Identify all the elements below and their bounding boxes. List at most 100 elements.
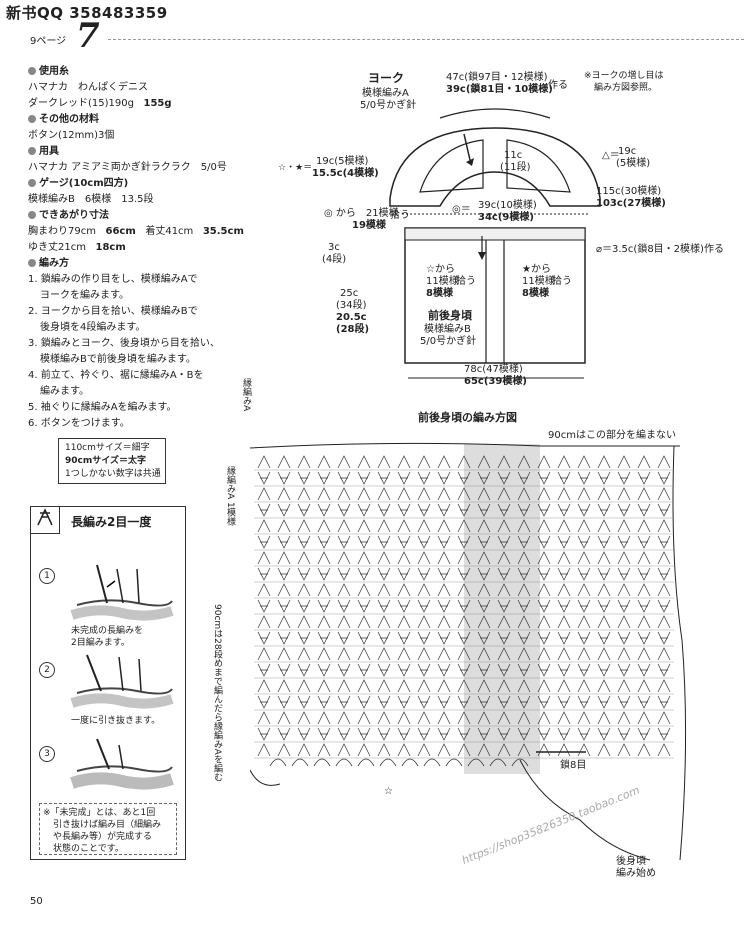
page-ref: 9ページ	[30, 36, 67, 47]
stitch-symbol	[377, 503, 391, 517]
schematic-drawing	[389, 108, 601, 379]
side-34rows: (34段)	[336, 300, 367, 311]
stitch-symbol	[537, 487, 551, 501]
size-length: 着丈41cm	[145, 226, 194, 237]
stitch-symbol	[537, 615, 551, 629]
yoke-right-2: (5模様)	[616, 158, 651, 169]
edge-a-label: 縁編みA	[241, 378, 251, 412]
stitch-symbol	[597, 551, 611, 565]
stitch-symbol	[517, 615, 531, 629]
stitch-symbol	[337, 695, 351, 709]
stitch-symbol	[517, 535, 531, 549]
body-name: 前後身頃	[428, 309, 472, 322]
stitch-symbol	[317, 487, 331, 501]
chart-right-edge	[672, 445, 687, 861]
stitch-symbol	[457, 567, 471, 581]
stitch-symbol	[497, 695, 511, 709]
stitch-symbol	[597, 455, 611, 469]
stitch-symbol	[277, 695, 291, 709]
stitch-symbol	[477, 519, 491, 533]
stitch-chart	[250, 442, 687, 861]
gauge-heading: ゲージ(10cm四方)	[39, 178, 129, 189]
stitch-symbol	[657, 679, 671, 693]
stitch-symbol	[317, 471, 331, 485]
stitch-symbol	[417, 711, 431, 725]
stitch-symbol	[457, 455, 471, 469]
stitch-symbol	[657, 727, 671, 741]
stitch-symbol	[497, 535, 511, 549]
yoke-left-90: 15.5c(4模様)	[312, 168, 379, 179]
stitch-symbol	[537, 695, 551, 709]
stitch-symbol	[497, 519, 511, 533]
step-1-caption-1: 未完成の長編みを	[71, 626, 144, 636]
stitch-symbol	[597, 583, 611, 597]
stitch-symbol	[597, 487, 611, 501]
side-3c: 3c	[328, 242, 340, 253]
technique-title: 長編み2目一度	[71, 515, 152, 529]
stitch-symbol	[557, 455, 571, 469]
stitch-symbol	[437, 679, 451, 693]
stitch-symbol	[457, 631, 471, 645]
stitch-symbol	[437, 647, 451, 661]
stitch-symbol	[357, 647, 371, 661]
stitch-symbol	[517, 567, 531, 581]
stitch-symbol	[277, 711, 291, 725]
dc2tog-symbol-icon	[31, 507, 60, 534]
stitch-symbol	[377, 535, 391, 549]
stitch-symbol	[357, 663, 371, 677]
stitch-symbol	[357, 551, 371, 565]
stitch-symbol	[277, 583, 291, 597]
stitch-symbol	[297, 567, 311, 581]
stitch-symbol	[557, 519, 571, 533]
stitch-symbol	[477, 743, 491, 757]
stitch-symbol	[517, 663, 531, 677]
edging-shell	[357, 758, 375, 767]
stitch-symbol	[377, 519, 391, 533]
stitch-symbol	[597, 503, 611, 517]
stitch-symbol	[297, 743, 311, 757]
stitch-symbol	[357, 567, 371, 581]
stitch-symbol	[577, 455, 591, 469]
stitch-symbol	[397, 679, 411, 693]
yarn-line-2: ダークレッド(15)190g	[28, 98, 134, 109]
stitch-symbol	[637, 711, 651, 725]
stitch-symbol	[657, 471, 671, 485]
from-left-4: 拾う	[456, 276, 476, 287]
stitch-symbol	[257, 615, 271, 629]
stitch-symbol	[557, 599, 571, 613]
stitch-symbol	[477, 679, 491, 693]
body-hook: 5/0号かぎ針	[420, 336, 477, 347]
stitch-symbol	[637, 727, 651, 741]
stitch-symbol	[397, 599, 411, 613]
stitch-symbol	[337, 487, 351, 501]
chart-title: 前後身頃の編み方図	[418, 411, 517, 424]
stitch-symbol	[317, 631, 331, 645]
stitch-symbol	[557, 663, 571, 677]
yarn-line-1: ハマナカ わんぱくデニス	[28, 82, 148, 93]
stitch-symbol	[377, 487, 391, 501]
stitch-symbol	[337, 631, 351, 645]
stitch-symbol	[437, 727, 451, 741]
stitch-symbol	[617, 711, 631, 725]
stitch-symbol	[317, 535, 331, 549]
stitch-symbol	[517, 743, 531, 757]
stitch-symbol	[477, 663, 491, 677]
stitch-symbol	[297, 599, 311, 613]
stitch-symbol	[317, 599, 331, 613]
stitch-symbol	[437, 599, 451, 613]
stitch-symbol	[397, 695, 411, 709]
step-line: 6. ボタンをつけます。	[28, 418, 130, 429]
stitch-symbol	[557, 711, 571, 725]
stitch-symbol	[397, 503, 411, 517]
stitch-symbol	[477, 583, 491, 597]
stitch-symbol	[517, 679, 531, 693]
step-1-caption-2: 2目編みます。	[71, 638, 130, 648]
stitch-symbol	[277, 599, 291, 613]
stitch-symbol	[577, 743, 591, 757]
yoke-outer-110: 115c(30模様)	[596, 186, 662, 197]
stitch-symbol	[517, 695, 531, 709]
stitch-symbol	[497, 743, 511, 757]
stitch-symbol	[337, 599, 351, 613]
stitch-symbol	[257, 551, 271, 565]
step-line: 5. 袖ぐりに縁編みAを編みます。	[28, 402, 177, 413]
